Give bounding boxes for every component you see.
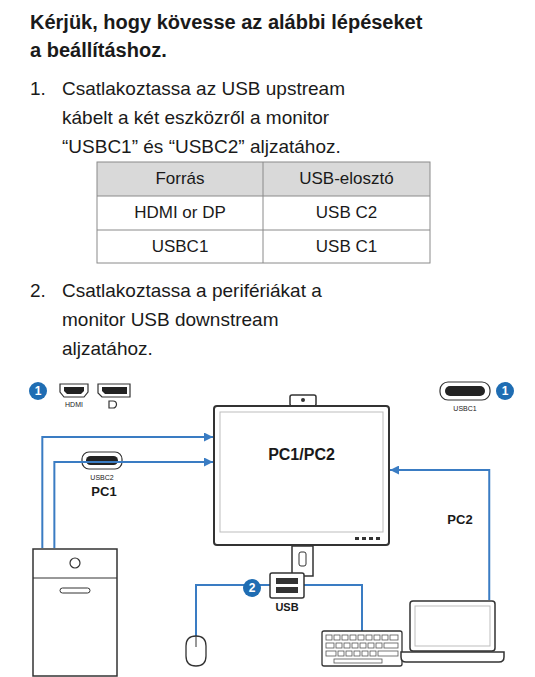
key bbox=[370, 651, 376, 656]
callout-number: 1 bbox=[29, 382, 47, 400]
tower-panel-line bbox=[33, 578, 117, 579]
key bbox=[374, 635, 380, 640]
callout-number: 2 bbox=[243, 579, 261, 597]
key bbox=[368, 643, 374, 648]
monitor-button bbox=[362, 537, 366, 540]
key bbox=[360, 643, 366, 648]
hub-body bbox=[270, 573, 304, 598]
key bbox=[326, 651, 336, 656]
mouse bbox=[186, 636, 206, 666]
usbc-port-icon bbox=[82, 452, 122, 469]
laptop-outline bbox=[400, 600, 505, 664]
monitor-button bbox=[369, 537, 373, 540]
usb-cable bbox=[304, 585, 362, 631]
usbc-port-icon bbox=[440, 382, 490, 400]
table-rule bbox=[263, 162, 264, 263]
dp-port-icon bbox=[98, 384, 130, 397]
usb-port bbox=[276, 578, 298, 584]
key bbox=[344, 643, 350, 648]
key bbox=[336, 643, 342, 648]
table-cell: USB C2 bbox=[263, 196, 430, 230]
hdmi-port-icon bbox=[60, 384, 88, 397]
table-cell: USB C1 bbox=[263, 230, 430, 263]
dp-port-slot bbox=[102, 387, 127, 394]
cable-arrow bbox=[54, 462, 213, 548]
cable-arrow bbox=[42, 437, 213, 548]
keyboard-keys bbox=[326, 635, 398, 663]
step-text: Csatlakoztassa a perifériákat a monitor … bbox=[62, 276, 362, 363]
key bbox=[390, 635, 398, 640]
keyboard bbox=[322, 631, 402, 666]
node-label: PC1 bbox=[82, 484, 126, 500]
callout-number: 1 bbox=[496, 382, 514, 400]
key bbox=[326, 643, 334, 648]
power-button bbox=[70, 558, 80, 568]
usbc-port-slot bbox=[86, 456, 118, 465]
key bbox=[366, 635, 372, 640]
key bbox=[342, 635, 348, 640]
key bbox=[338, 651, 344, 656]
mouse-button-line bbox=[196, 636, 197, 647]
key bbox=[352, 643, 358, 648]
node-label: PC2 bbox=[440, 512, 480, 528]
laptop-base bbox=[401, 652, 504, 662]
laptop: PC2 bbox=[400, 600, 505, 664]
webcam bbox=[290, 395, 316, 406]
key bbox=[350, 635, 356, 640]
table-header: USB-elosztó bbox=[263, 162, 430, 196]
drive-slot bbox=[60, 588, 90, 593]
tower-case bbox=[33, 549, 117, 676]
table-border bbox=[97, 162, 430, 263]
stand-slot bbox=[299, 552, 306, 566]
key bbox=[358, 635, 364, 640]
monitor-button bbox=[376, 537, 380, 540]
monitor-bezel bbox=[214, 406, 389, 545]
table-header: Forrás bbox=[97, 162, 263, 196]
key bbox=[334, 635, 340, 640]
key bbox=[382, 635, 388, 640]
monitor-screen bbox=[220, 412, 383, 532]
usb-hub: USB bbox=[262, 571, 312, 617]
webcam-lens bbox=[301, 398, 305, 402]
dp-logo bbox=[109, 401, 117, 408]
monitor-button bbox=[355, 537, 359, 540]
key bbox=[376, 643, 382, 648]
node-label: USB bbox=[262, 600, 312, 614]
table-cell: HDMI or DP bbox=[97, 196, 263, 230]
step-text: Csatlakoztassa az USB upstream kábelt a … bbox=[62, 74, 392, 161]
usb-port bbox=[276, 587, 298, 593]
step-number: 2. bbox=[30, 276, 60, 305]
usbc-port-slot bbox=[445, 386, 485, 396]
key bbox=[354, 651, 360, 656]
key bbox=[378, 651, 398, 656]
port-label: USBC2 bbox=[77, 473, 127, 482]
monitor-stand bbox=[292, 546, 313, 576]
cable-arrow bbox=[390, 470, 489, 600]
step-number: 1. bbox=[30, 74, 60, 103]
laptop-lid bbox=[410, 601, 495, 651]
port-label: USBC1 bbox=[440, 404, 490, 413]
key bbox=[334, 659, 382, 663]
key bbox=[362, 651, 368, 656]
node-label: PC1/PC2 bbox=[213, 445, 390, 465]
laptop-screen bbox=[415, 606, 490, 646]
table-cell: USBC1 bbox=[97, 230, 263, 263]
heading: Kérjük, hogy kövesse az alábbi lépéseket… bbox=[30, 8, 425, 64]
hdmi-port-slot bbox=[64, 387, 84, 394]
key bbox=[346, 651, 352, 656]
key bbox=[384, 643, 398, 648]
pc-tower-outline bbox=[32, 548, 118, 677]
key bbox=[326, 635, 332, 640]
pc-tower: PC1 bbox=[32, 548, 118, 677]
monitor: PC1/PC2 bbox=[213, 405, 390, 546]
monitor-outline bbox=[213, 405, 390, 546]
port-label: HDMI bbox=[58, 400, 90, 409]
